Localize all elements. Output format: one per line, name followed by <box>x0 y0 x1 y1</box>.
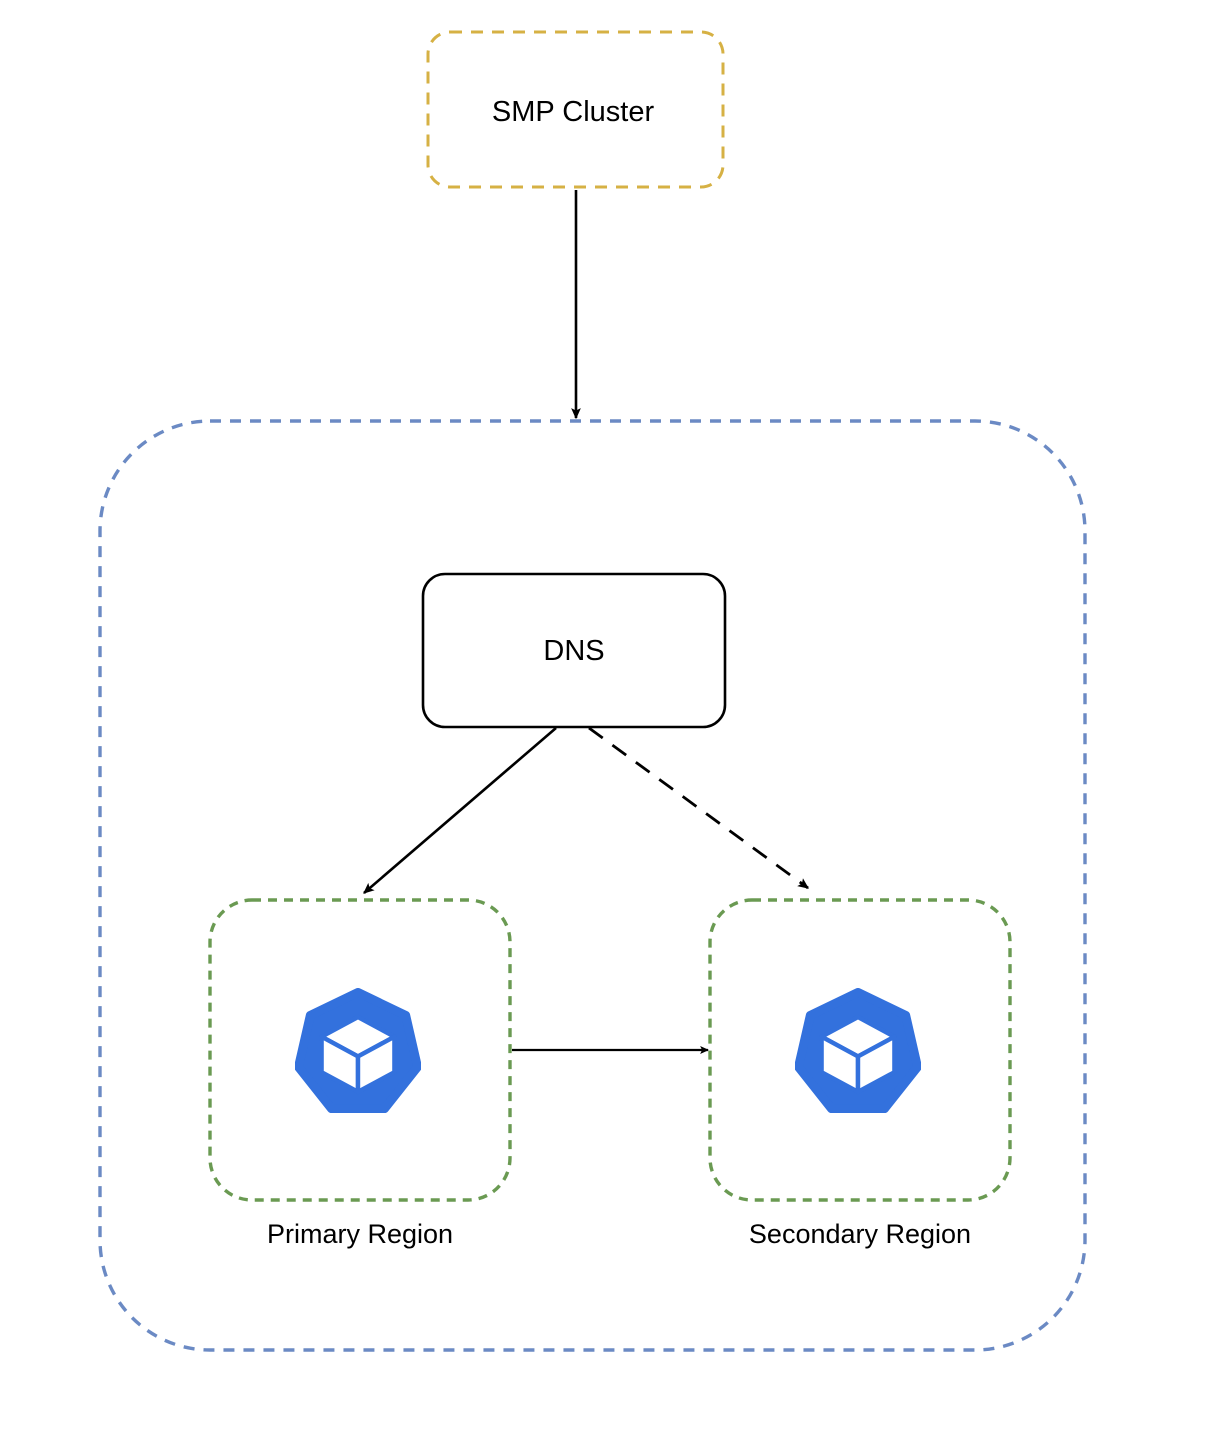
primary-region-label: Primary Region <box>266 1219 454 1249</box>
secondary-region-box[interactable] <box>708 898 1012 1202</box>
smp-cluster-box[interactable] <box>426 30 725 189</box>
smp-cluster-label: SMP Cluster <box>491 96 655 128</box>
primary-region-box[interactable] <box>208 898 512 1202</box>
dns-node-label: DNS <box>543 635 605 667</box>
dns-node-box[interactable] <box>421 572 727 729</box>
kubernetes-icon <box>295 988 421 1114</box>
platform-boundary-box[interactable] <box>98 419 1087 1352</box>
edge-dns-to-secondary <box>588 726 809 890</box>
kubernetes-icon <box>795 988 921 1114</box>
edge-dns-to-primary <box>363 727 557 894</box>
secondary-region-label: Secondary Region <box>748 1219 972 1249</box>
